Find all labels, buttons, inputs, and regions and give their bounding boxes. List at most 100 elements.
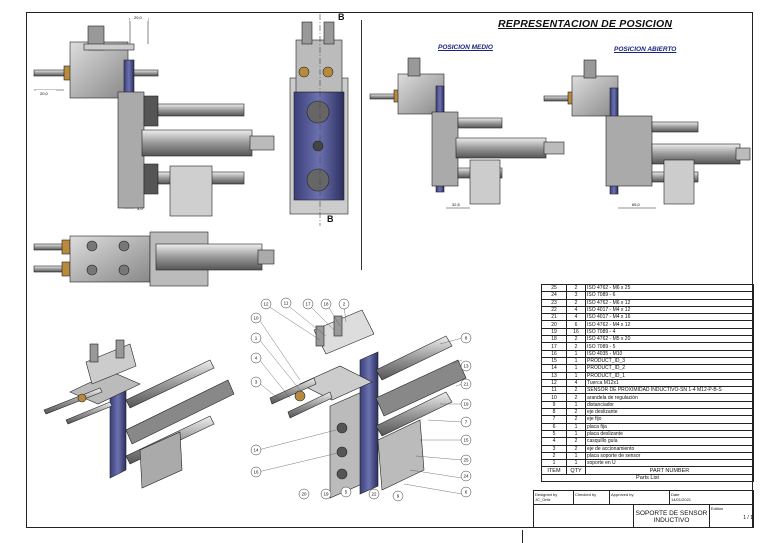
bom-cell-qty: 4	[566, 378, 586, 388]
svg-text:12: 12	[263, 302, 269, 307]
svg-text:22: 22	[371, 492, 377, 497]
bom-cell-part: ISO 7089 - 4	[585, 327, 754, 337]
dim-1: 20,0	[134, 15, 143, 20]
bom-cell-qty: 4	[566, 305, 586, 315]
svg-text:25: 25	[463, 458, 469, 463]
bom-cell-qty: 1	[566, 364, 586, 373]
bom-cell-qty: 1	[566, 429, 586, 439]
bom-header-cell: PART NUMBER	[585, 466, 754, 475]
balloon-leaders	[257, 303, 463, 495]
bom-cell-qty: 2	[566, 335, 586, 344]
checked-by-cell: Checked by	[574, 491, 610, 505]
dim-3: 4,0	[137, 206, 143, 211]
bom-cell-part: distanciador	[585, 400, 754, 410]
bom-cell-part: SENSOR DE PROXIMIDAD INDUCTIVO-SN 1-4 M1…	[585, 386, 754, 395]
bom-cell-qty: 1	[566, 356, 586, 366]
bom-cell-part: ISO 4017 - M4 x 12	[585, 305, 754, 315]
bom-cell-part: soporte en U	[585, 459, 754, 468]
svg-text:19: 19	[463, 402, 469, 407]
bom-cell-part: placa fija	[585, 422, 754, 431]
bom-cell-item: 21	[541, 313, 567, 322]
bom-cell-qty: 1	[566, 451, 586, 461]
label-posicion-abierto: POSICION ABIERTO	[614, 46, 677, 53]
edition-sheet-cell: Edition 1 / 1	[711, 506, 753, 521]
bom-cell-item: 13	[541, 371, 567, 380]
bom-cell-part: ISO 4762 - M4 x 12	[585, 320, 754, 329]
bom-cell-item: 11	[541, 386, 567, 395]
top-view	[33, 231, 275, 287]
bom-cell-item: 20	[541, 320, 567, 329]
bom-cell-item: 12	[541, 378, 567, 388]
bom-cell-qty: 2	[566, 342, 586, 351]
bom-cell-item: 9	[541, 400, 567, 410]
bom-cell-qty: 2	[566, 415, 586, 424]
main-title: REPRESENTACION DE POSICION	[498, 18, 673, 30]
bom-cell-item: 18	[541, 335, 567, 344]
bom-cell-part: placa deslizante	[585, 429, 754, 439]
view-posicion-abierto	[543, 59, 751, 209]
bom-cell-part: PRODUCT_ID_2	[585, 364, 754, 373]
bom-cell-part: eje fijo	[585, 415, 754, 424]
svg-text:21: 21	[463, 382, 469, 387]
dim-4: 32,5	[452, 202, 461, 207]
sheet-edge-mark	[522, 530, 523, 543]
svg-text:10: 10	[253, 316, 259, 321]
bom-cell-qty: 6	[566, 320, 586, 329]
side-view	[289, 14, 349, 226]
bom-cell-item: 19	[541, 327, 567, 337]
bom-cell-qty: 2	[566, 437, 586, 446]
isometric-view-ballooned	[269, 309, 467, 499]
bom-cell-part: placa soporte de sensor	[585, 451, 754, 461]
bom-cell-part: ISO 4035 - M10	[585, 349, 754, 358]
label-posicion-medio: POSICION MEDIO	[438, 44, 493, 51]
bom-header-cell: QTY	[566, 466, 586, 475]
svg-text:15: 15	[463, 438, 469, 443]
bom-cell-item: 7	[541, 415, 567, 424]
svg-text:6: 6	[465, 490, 468, 495]
bom-cell-qty: 16	[566, 327, 586, 337]
bom-cell-qty: 1	[566, 422, 586, 431]
bom-cell-part: PRODUCT_ID_1	[585, 371, 754, 380]
svg-text:2: 2	[343, 302, 346, 307]
bom-cell-part: eje de accionamiento	[585, 444, 754, 453]
bom-cell-qty: 3	[566, 291, 586, 300]
bom-cell-part: arandela de regulación	[585, 393, 754, 402]
svg-text:7: 7	[465, 420, 468, 425]
front-view	[33, 16, 275, 217]
designed-by-cell: Designed by JC_Ortiz	[534, 491, 574, 505]
svg-text:8: 8	[465, 336, 468, 341]
bom-cell-qty: 2	[566, 444, 586, 453]
bom-cell-part: ISO 4017 - M4 x 16	[585, 313, 754, 322]
balloons	[250, 297, 472, 502]
bom-caption-row: Parts List	[541, 473, 754, 483]
view-posicion-medio	[369, 57, 565, 209]
bom-cell-item: 14	[541, 364, 567, 373]
svg-text:11: 11	[284, 301, 289, 306]
svg-text:9: 9	[397, 494, 400, 499]
bom-cell-part: Tuerca M12x1	[585, 378, 754, 388]
view-divider-line	[361, 20, 362, 270]
bom-cell-qty: 1	[566, 459, 586, 468]
bom-cell-part: PRODUCT_ID_3	[585, 356, 754, 366]
